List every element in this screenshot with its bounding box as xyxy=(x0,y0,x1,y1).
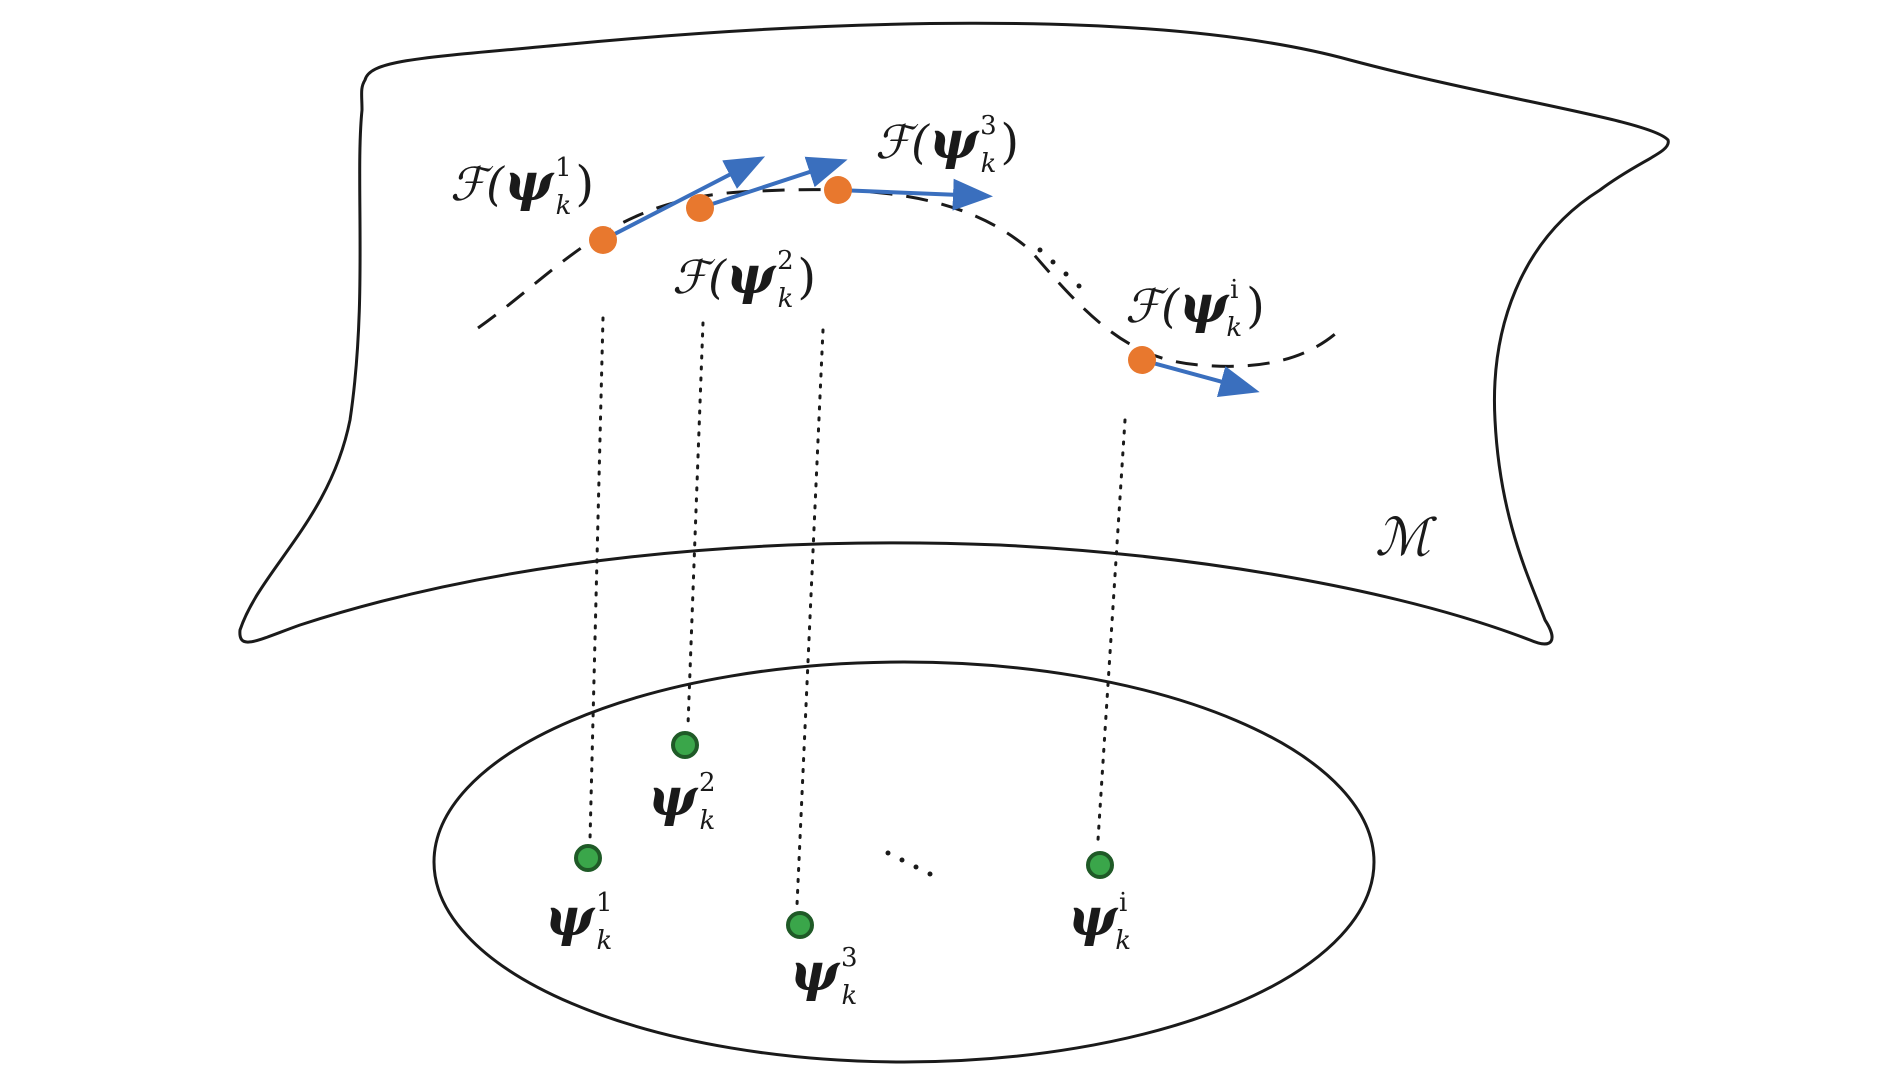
latent-points xyxy=(574,731,1114,939)
latent-point-i xyxy=(1086,851,1114,879)
latent-ellipsis-dots xyxy=(885,850,933,877)
manifold-point-2 xyxy=(686,194,714,222)
manifold-point-i xyxy=(1128,346,1156,374)
manifold-ellipsis-dots xyxy=(1037,247,1082,289)
trajectory-curve xyxy=(477,188,1347,368)
tangent-arrows xyxy=(602,156,1260,398)
manifold-points xyxy=(589,176,1156,374)
latent-point-1 xyxy=(574,844,602,872)
tangent-arrow-3 xyxy=(837,178,993,211)
latent-point-2 xyxy=(671,731,699,759)
projection-line-2 xyxy=(686,321,705,727)
projection-lines xyxy=(588,316,1127,907)
tangent-arrow-1 xyxy=(602,156,766,242)
manifold-surface xyxy=(238,21,1670,646)
manifold-label: ℳ xyxy=(1375,508,1437,568)
projection-line-i xyxy=(1096,418,1127,842)
tangent-arrow-2 xyxy=(699,156,848,210)
tangent-arrow-i xyxy=(1141,358,1260,398)
manifold-point-3 xyxy=(824,176,852,204)
projection-line-3 xyxy=(795,328,825,907)
manifold-point-1 xyxy=(589,226,617,254)
latent-point-3 xyxy=(786,911,814,939)
latent-space-ellipse xyxy=(432,660,1376,1064)
projection-line-1 xyxy=(588,316,605,842)
